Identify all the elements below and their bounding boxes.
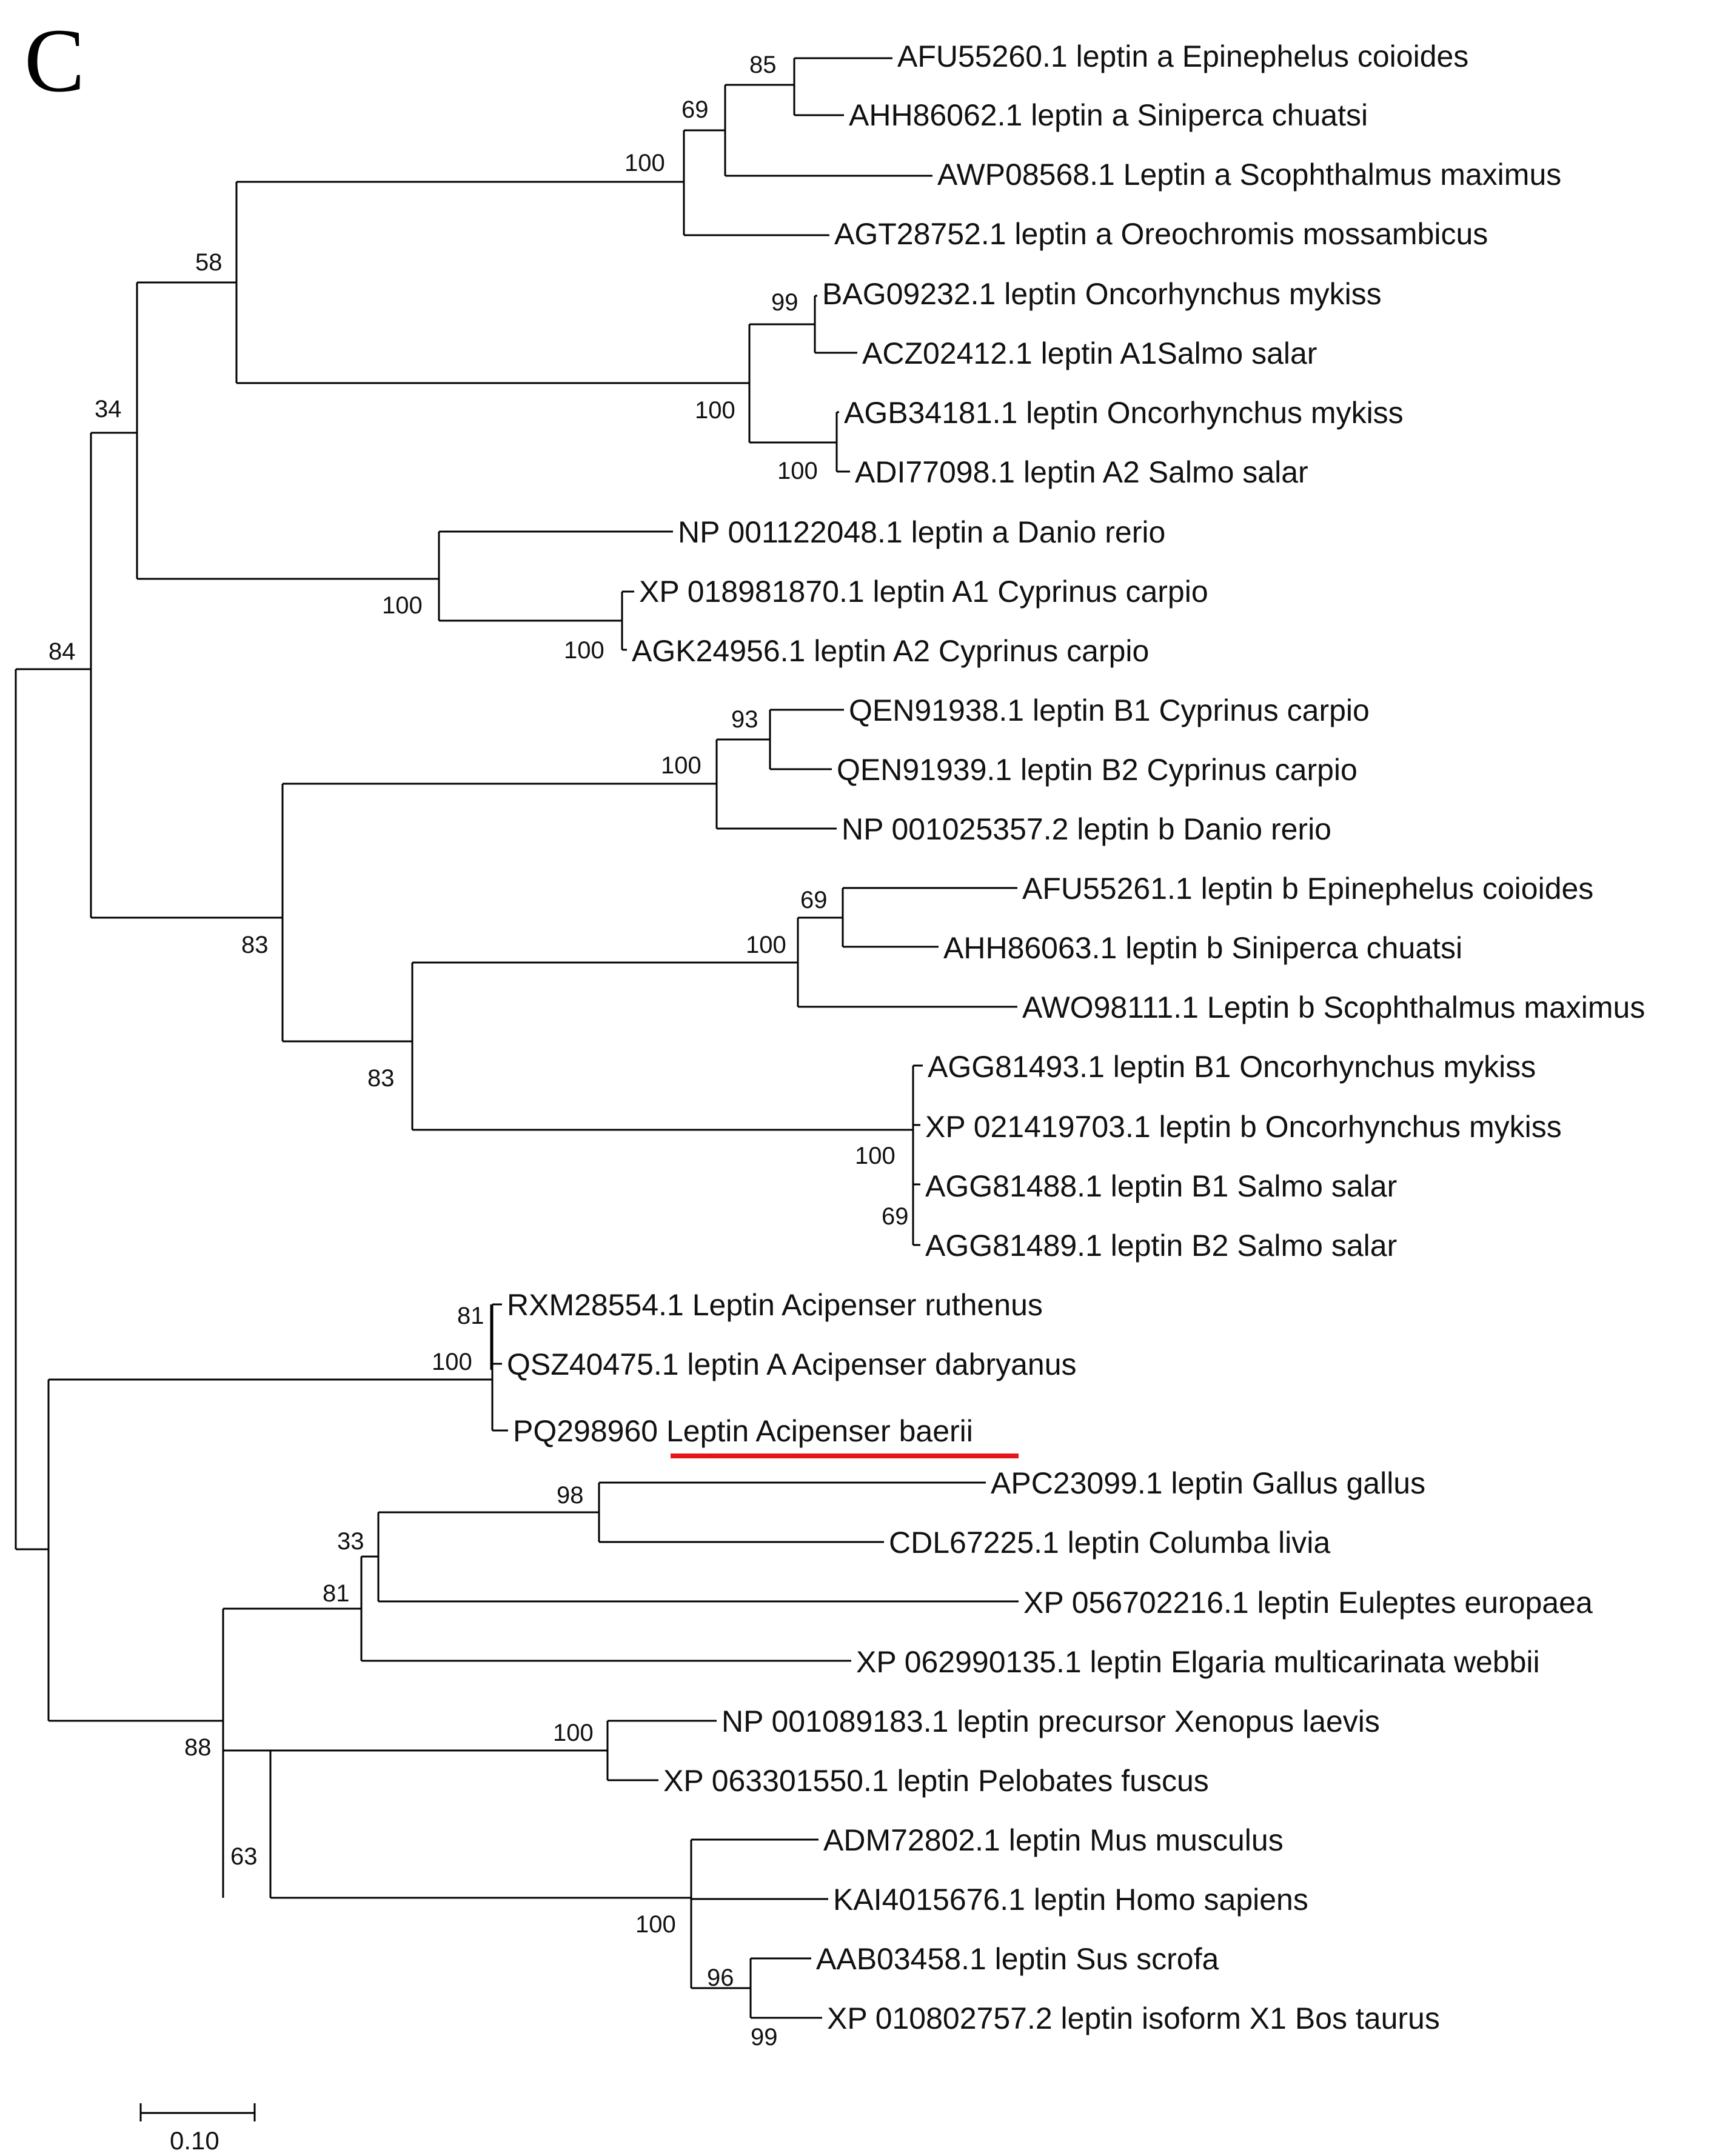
leaf-label: NP 001122048.1 leptin a Danio rerio — [678, 515, 1165, 549]
bootstrap-values: 85 69 100 58 99 100 100 34 100 100 84 93… — [49, 52, 909, 2051]
bootstrap-value: 33 — [337, 1528, 364, 1555]
leaf-label: CDL67225.1 leptin Columba livia — [889, 1526, 1330, 1560]
leaf-label: RXM28554.1 Leptin Acipenser ruthenus — [507, 1288, 1043, 1322]
leaf-label: ADM72802.1 leptin Mus musculus — [823, 1823, 1284, 1857]
leaf-label: AHH86062.1 leptin a Siniperca chuatsi — [849, 98, 1368, 132]
leaf-label: ADI77098.1 leptin A2 Salmo salar — [855, 455, 1308, 489]
bootstrap-value: 81 — [457, 1303, 484, 1329]
bootstrap-value: 85 — [749, 52, 777, 78]
bootstrap-value: 100 — [553, 1720, 594, 1746]
leaf-label: AGG81493.1 leptin B1 Oncorhynchus mykiss — [928, 1050, 1536, 1084]
leaf-label: NP 001025357.2 leptin b Danio rerio — [842, 812, 1331, 846]
bootstrap-value: 100 — [777, 458, 818, 484]
bootstrap-value: 100 — [855, 1143, 895, 1169]
bootstrap-value: 99 — [751, 2024, 778, 2051]
leaf-label: BAG09232.1 leptin Oncorhynchus mykiss — [822, 277, 1382, 311]
leaf-label: AGG81488.1 leptin B1 Salmo salar — [925, 1169, 1397, 1203]
leaf-label: QEN91938.1 leptin B1 Cyprinus carpio — [849, 693, 1370, 727]
leaf-label: AHH86063.1 leptin b Siniperca chuatsi — [943, 931, 1462, 965]
bootstrap-value: 96 — [707, 1964, 734, 1991]
bootstrap-value: 63 — [230, 1843, 258, 1870]
leaf-label: QEN91939.1 leptin B2 Cyprinus carpio — [837, 753, 1357, 787]
tree-branches — [15, 57, 1019, 2019]
leaf-label: AFU55261.1 leptin b Epinephelus coioides — [1022, 872, 1593, 906]
leaf-label: XP 010802757.2 leptin isoform X1 Bos tau… — [827, 2001, 1440, 2035]
bootstrap-value: 100 — [635, 1911, 676, 1938]
bootstrap-value: 100 — [564, 637, 604, 664]
leaf-label: AWP08568.1 Leptin a Scophthalmus maximus — [937, 158, 1561, 192]
bootstrap-value: 98 — [557, 1482, 584, 1509]
bootstrap-value: 100 — [746, 932, 786, 958]
bootstrap-value: 58 — [195, 249, 223, 276]
bootstrap-value: 34 — [95, 396, 122, 422]
bootstrap-value: 100 — [695, 397, 735, 424]
bootstrap-value: 83 — [241, 932, 269, 958]
bootstrap-value: 93 — [731, 706, 758, 733]
leaf-label: QSZ40475.1 leptin A Acipenser dabryanus — [507, 1347, 1077, 1381]
bootstrap-value: 88 — [184, 1734, 212, 1761]
leaf-label: AGT28752.1 leptin a Oreochromis mossambi… — [834, 217, 1488, 251]
bootstrap-value: 100 — [661, 752, 701, 779]
bootstrap-value: 83 — [367, 1065, 395, 1092]
leaf-label: XP 018981870.1 leptin A1 Cyprinus carpio — [639, 575, 1208, 609]
bootstrap-value: 69 — [882, 1203, 909, 1230]
leaf-label: AGG81489.1 leptin B2 Salmo salar — [925, 1229, 1397, 1263]
leaf-label: ACZ02412.1 leptin A1Salmo salar — [862, 336, 1317, 370]
leaf-label: AGK24956.1 leptin A2 Cyprinus carpio — [632, 634, 1149, 668]
leaf-label highlighted-leaf-label: PQ298960 Leptin Acipenser baerii — [513, 1414, 973, 1448]
leaf-label: AAB03458.1 leptin Sus scrofa — [816, 1942, 1219, 1976]
leaf-label: XP 056702216.1 leptin Euleptes europaea — [1023, 1586, 1593, 1620]
leaf-label: AGB34181.1 leptin Oncorhynchus mykiss — [844, 396, 1404, 430]
scale-bar: 0.10 — [139, 2103, 256, 2155]
leaf-label: XP 063301550.1 leptin Pelobates fuscus — [663, 1764, 1209, 1798]
leaf-labels: AFU55260.1 leptin a Epinephelus coioides… — [507, 39, 1645, 2035]
leaf-label: XP 021419703.1 leptin b Oncorhynchus myk… — [925, 1110, 1562, 1144]
leaf-label: APC23099.1 leptin Gallus gallus — [991, 1466, 1425, 1500]
panel-label: C — [24, 10, 85, 111]
bootstrap-value: 81 — [323, 1580, 350, 1607]
bootstrap-value: 100 — [432, 1349, 472, 1375]
leaf-label: AWO98111.1 Leptin b Scophthalmus maximus — [1022, 990, 1645, 1024]
leaf-label: NP 001089183.1 leptin precursor Xenopus … — [721, 1704, 1380, 1738]
bootstrap-value: 84 — [49, 638, 76, 665]
bootstrap-value: 99 — [771, 289, 798, 316]
leaf-label: XP 062990135.1 leptin Elgaria multicarin… — [856, 1645, 1540, 1679]
leaf-label: AFU55260.1 leptin a Epinephelus coioides — [897, 39, 1468, 73]
scale-bar-label: 0.10 — [170, 2126, 219, 2155]
bootstrap-value: 100 — [382, 592, 423, 619]
bootstrap-value: 69 — [800, 887, 828, 913]
leaf-label: KAI4015676.1 leptin Homo sapiens — [833, 1883, 1308, 1917]
bootstrap-value: 69 — [681, 96, 709, 123]
bootstrap-value: 100 — [624, 150, 665, 176]
